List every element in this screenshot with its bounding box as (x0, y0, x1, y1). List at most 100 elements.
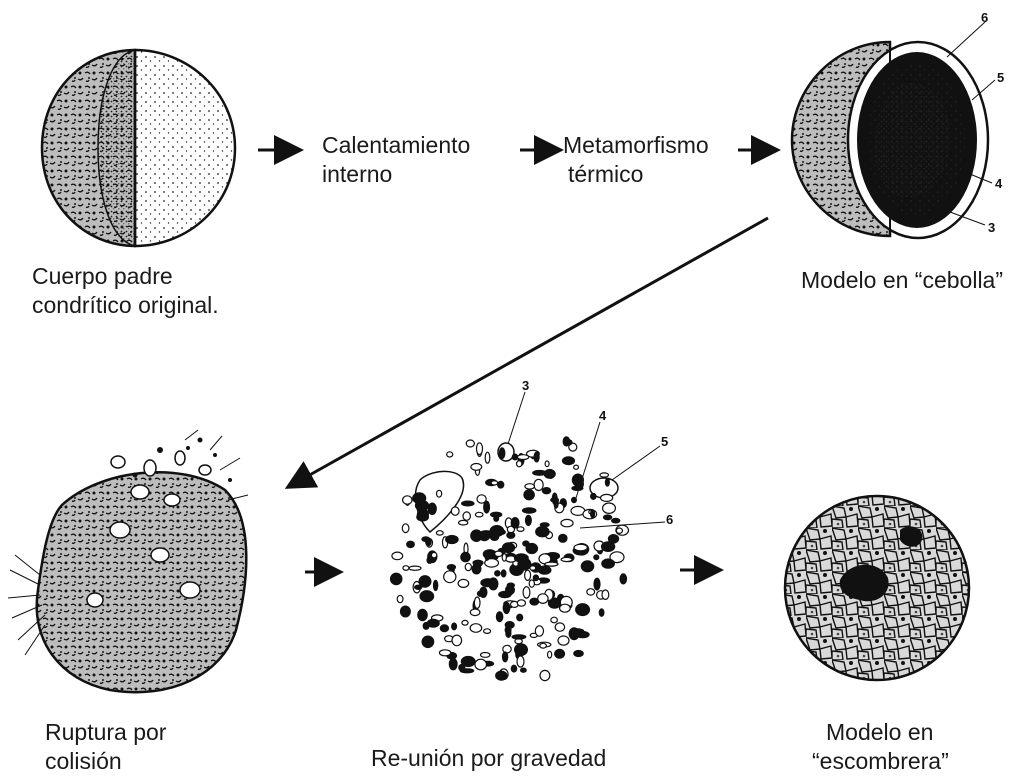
fragment (459, 665, 465, 671)
fragment (542, 488, 550, 494)
fragment (521, 668, 527, 672)
fragment (428, 503, 436, 514)
fragment (601, 494, 613, 501)
fragment (538, 566, 551, 574)
fragment (560, 604, 571, 612)
fragment (496, 612, 502, 622)
fragment (602, 542, 615, 552)
fragment (591, 493, 596, 499)
fragment (600, 473, 609, 477)
fragment (419, 576, 431, 587)
fragment (538, 594, 548, 604)
arrow-to-collision (290, 218, 768, 486)
fragment (496, 671, 507, 680)
fragment (452, 635, 462, 646)
fragment (484, 629, 491, 634)
collision-label-line1: Ruptura por (45, 718, 166, 747)
original-label-line2: condrítico original. (32, 291, 219, 320)
fragment (533, 575, 538, 581)
fragment (478, 591, 484, 596)
fragment (466, 440, 474, 447)
fragment (471, 464, 482, 471)
fragment (498, 481, 504, 488)
fragment (397, 595, 403, 602)
fragment (458, 579, 469, 587)
fragment (561, 519, 573, 526)
fragment (603, 503, 616, 513)
onion-layer-4: 4 (995, 176, 1002, 191)
fragment (475, 512, 483, 517)
reassembly-label: Re-unión por gravedad (371, 744, 606, 773)
fragment (499, 448, 504, 459)
fragment (535, 626, 543, 636)
fragment (477, 443, 483, 455)
fragment (512, 635, 526, 639)
fragment (572, 474, 583, 486)
fragment (558, 636, 569, 645)
reassembly-layer-6: 6 (666, 512, 673, 527)
fragment (534, 452, 539, 462)
fragment (574, 544, 587, 551)
fragment (447, 452, 453, 457)
fragment (534, 479, 543, 490)
fragment (517, 461, 522, 467)
fragment (451, 507, 459, 515)
fragment (563, 437, 569, 446)
fragment (503, 652, 508, 662)
fragment (418, 609, 427, 620)
fragment (526, 544, 537, 554)
rubble-label-line2: “escombrera” (812, 747, 949, 776)
fragment (485, 452, 490, 463)
fragment (599, 609, 604, 616)
fragment (616, 528, 622, 533)
fragment (525, 570, 531, 580)
fragment (540, 523, 549, 527)
fragment (559, 534, 567, 542)
original-body (42, 50, 235, 246)
collision-label-line2: colisión (45, 747, 122, 776)
fragment (490, 526, 504, 537)
fragment (501, 570, 506, 577)
fragment (545, 461, 549, 467)
fragment (439, 650, 450, 656)
onion-layer-3: 3 (988, 220, 995, 235)
fragment (462, 501, 474, 506)
fragment (561, 557, 572, 561)
fragment (426, 539, 431, 546)
heating-label-line2: interno (322, 160, 392, 189)
fragment (444, 571, 456, 583)
fragment (403, 496, 412, 504)
fragment (540, 670, 550, 680)
fragment (526, 515, 532, 525)
fragment (446, 536, 458, 544)
metamorphism-label-line1: Metamorfismo (563, 131, 709, 160)
fragment (572, 497, 577, 502)
fragment (581, 561, 593, 572)
fragment (491, 481, 498, 485)
fragment (449, 658, 457, 669)
fragment (499, 591, 511, 597)
fragment (465, 563, 471, 570)
fragment (505, 626, 511, 634)
fragment (431, 552, 436, 557)
onion-label: Modelo en “cebolla” (801, 266, 1003, 295)
fragment (502, 554, 506, 561)
fragment (495, 551, 503, 556)
fragment (524, 490, 534, 500)
collision-body (8, 430, 248, 692)
fragment (518, 558, 531, 570)
fragment (612, 518, 620, 523)
fragment (572, 486, 583, 490)
fragment (462, 620, 468, 625)
fragment (517, 656, 524, 667)
fragment (525, 484, 535, 489)
fragment (402, 524, 409, 533)
fragment (536, 527, 549, 537)
fragment (551, 498, 559, 502)
fragment (545, 562, 558, 566)
original-label-line1: Cuerpo padre (32, 262, 173, 291)
fragment (591, 510, 595, 518)
fragment (551, 617, 558, 623)
fragment (423, 623, 429, 630)
fragment (511, 665, 516, 672)
